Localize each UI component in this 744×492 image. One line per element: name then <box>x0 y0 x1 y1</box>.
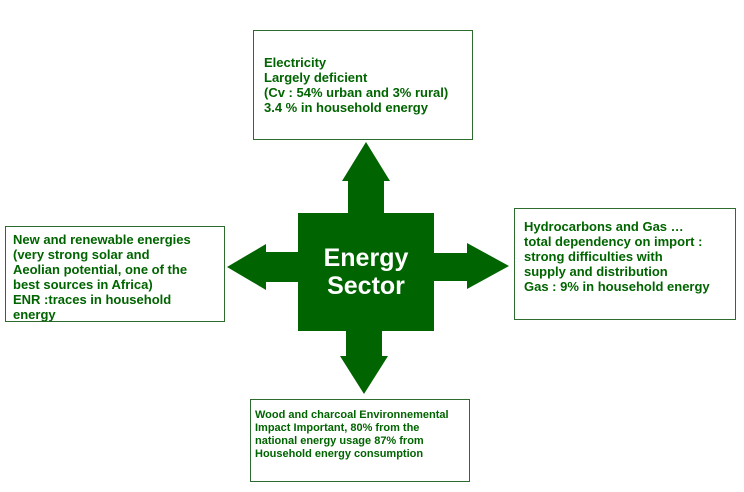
hydrocarbons-box: Hydrocarbons and Gas … total dependency … <box>514 208 736 320</box>
box-line: total dependency on import : <box>524 234 703 249</box>
box-line: national energy usage 87% from <box>255 435 424 447</box>
arrow-left <box>227 244 298 290</box>
center-square <box>298 213 434 331</box>
box-line: strong difficulties with <box>524 249 663 264</box>
box-line: Hydrocarbons and Gas … <box>524 219 684 234</box>
box-line: Wood and charcoal Environnemental <box>255 409 449 421</box>
box-line: Electricity <box>264 55 327 70</box>
arrow-up <box>342 142 390 213</box>
box-line: energy <box>13 307 56 322</box>
electricity-box: Electricity Largely deficient (Cv : 54% … <box>253 30 473 140</box>
center-label-line2: Sector <box>327 272 405 300</box>
box-line: Impact Important, 80% from the <box>255 422 420 434</box>
arrow-right <box>434 243 509 289</box>
box-line: supply and distribution <box>524 264 668 279</box>
center-label-line1: Energy <box>323 244 409 272</box>
box-line: New and renewable energies <box>13 232 191 247</box>
arrow-down <box>340 331 388 394</box>
box-line: best sources in Africa) <box>13 277 153 292</box>
box-line: ENR :traces in household <box>13 292 172 307</box>
box-line: 3.4 % in household energy <box>264 100 428 115</box>
wood-charcoal-box: Wood and charcoal Environnemental Impact… <box>250 399 470 482</box>
box-line: Gas : 9% in household energy <box>524 279 710 294</box>
box-line: Largely deficient <box>264 70 368 85</box>
box-line: Aeolian potential, one of the <box>13 262 188 277</box>
renewables-box: New and renewable energies (very strong … <box>5 226 225 322</box>
box-line: Household energy consumption <box>255 448 424 460</box>
center-label: Energy Sector <box>298 213 434 331</box>
box-line: (very strong solar and <box>13 247 150 262</box>
box-line: (Cv : 54% urban and 3% rural) <box>264 85 449 100</box>
